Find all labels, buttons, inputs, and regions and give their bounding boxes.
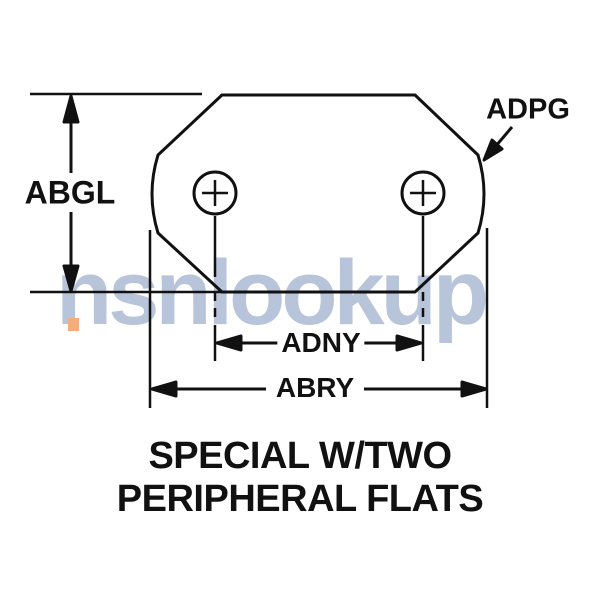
dim-abry xyxy=(150,380,488,398)
extension-lines xyxy=(30,92,489,408)
adpg-leader-arrow xyxy=(482,126,514,162)
dim-adny xyxy=(215,334,423,352)
dimension-label-adny: ADNY xyxy=(277,327,365,359)
dim-abgl xyxy=(62,94,80,293)
dimension-label-abry: ABRY xyxy=(271,372,359,404)
hole-left xyxy=(192,170,238,216)
dimension-label-abgl: ABGL xyxy=(24,174,116,211)
caption-line-2: PERIPHERAL FLATS xyxy=(116,478,484,520)
hole-right xyxy=(400,170,446,216)
part-outline xyxy=(150,93,486,294)
dimension-label-adpg: ADPG xyxy=(486,93,570,126)
watermark-logo-square xyxy=(68,318,79,331)
caption-line-1: SPECIAL W/TWO xyxy=(148,435,452,477)
